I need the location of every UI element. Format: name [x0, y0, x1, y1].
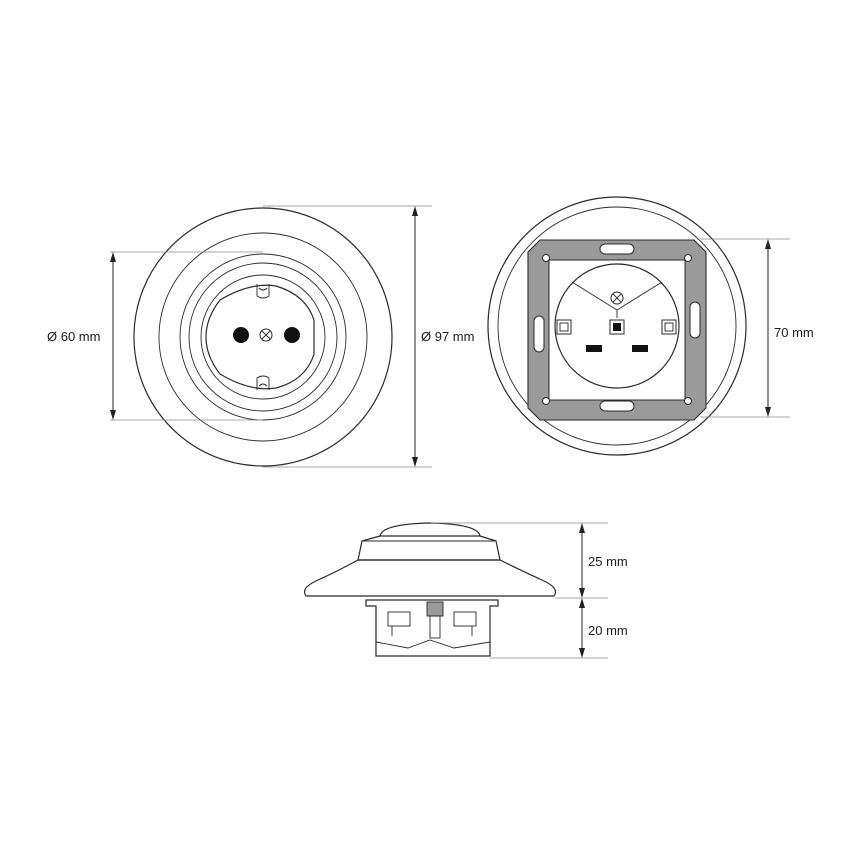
dim-cover-height: 25 mm: [430, 522, 628, 599]
center-screw: [259, 328, 273, 342]
terminal-left: [556, 319, 572, 335]
earth-clip-top: [256, 284, 270, 299]
dim-inner-diameter: Ø 60 mm: [47, 251, 263, 421]
dim-body-depth: 20 mm: [490, 598, 628, 659]
slot-bottom: [599, 400, 635, 412]
terminal-right: [661, 319, 677, 335]
contact-left: [586, 345, 602, 352]
back-view: 70 mm: [487, 196, 814, 456]
outer-diameter-label: Ø 97 mm: [421, 329, 474, 344]
pin-hole-left: [233, 327, 249, 343]
slot-left: [533, 315, 545, 353]
mechanism-body: [365, 599, 499, 657]
contact-right: [632, 345, 648, 352]
slot-top: [599, 243, 635, 255]
front-view: Ø 60 mm Ø 97 mm: [47, 205, 474, 468]
mech-screw: [610, 291, 624, 305]
pin-hole-right: [284, 327, 300, 343]
dim-outer-diameter: Ø 97 mm: [263, 205, 474, 468]
dim-mechanism-width: 70 mm: [700, 238, 814, 418]
inner-diameter-label: Ø 60 mm: [47, 329, 100, 344]
side-view: 25 mm 20 mm: [303, 522, 628, 659]
earth-clip-bottom: [256, 375, 270, 390]
slot-right: [689, 301, 701, 339]
mechanism-width-label: 70 mm: [774, 325, 814, 340]
body-depth-label: 20 mm: [588, 623, 628, 638]
terminal-center: [609, 319, 625, 335]
cover-height-label: 25 mm: [588, 554, 628, 569]
